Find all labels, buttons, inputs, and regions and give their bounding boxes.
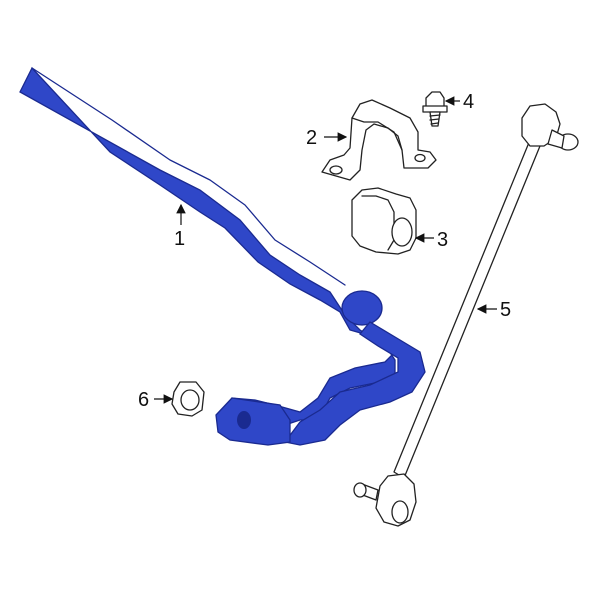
- callout-number-4: 4: [463, 91, 474, 113]
- link-lower-stud: [353, 482, 367, 498]
- stabilizer-link[interactable]: [353, 103, 579, 527]
- callout-1: 1: [174, 203, 186, 250]
- stabilizer-bar-bushing-bulge: [341, 290, 383, 326]
- link-lower-face: [391, 500, 409, 524]
- bracket-outline: [321, 99, 437, 181]
- bushing-bore: [391, 217, 413, 247]
- callout-4: 4: [444, 91, 474, 113]
- bushing-face-line: [361, 195, 395, 251]
- callout-3: 3: [414, 229, 448, 251]
- bracket-hole-right: [414, 153, 426, 163]
- bracket-hole-left: [329, 165, 343, 175]
- bolt[interactable]: [422, 91, 448, 127]
- callout-2: 2: [306, 127, 348, 149]
- stabilizer-bar-body: [19, 66, 396, 436]
- stabilizer-bar-end-hole: [237, 411, 251, 429]
- stabilizer-bar-end: [215, 397, 291, 446]
- stabilizer-bar-bend: [283, 321, 426, 446]
- link-upper-neck: [547, 129, 565, 149]
- bolt-threads: [429, 114, 441, 125]
- bracket-inner-line: [351, 117, 403, 151]
- bushing[interactable]: [351, 187, 417, 255]
- callout-number-6: 6: [138, 389, 149, 411]
- callout-number-3: 3: [437, 229, 448, 251]
- callout-5: 5: [476, 299, 511, 321]
- stabilizer-bar[interactable]: [19, 66, 426, 446]
- stabilizer-bar-ridge: [31, 67, 346, 286]
- callout-6: 6: [138, 389, 174, 411]
- nut-face: [180, 389, 200, 411]
- nut[interactable]: [171, 381, 205, 417]
- bolt-flange: [422, 105, 448, 113]
- bushing-bracket[interactable]: [321, 99, 437, 181]
- link-rod: [393, 139, 541, 479]
- callout-number-5: 5: [500, 299, 511, 321]
- callout-number-2: 2: [306, 127, 317, 149]
- callout-number-1: 1: [174, 228, 185, 250]
